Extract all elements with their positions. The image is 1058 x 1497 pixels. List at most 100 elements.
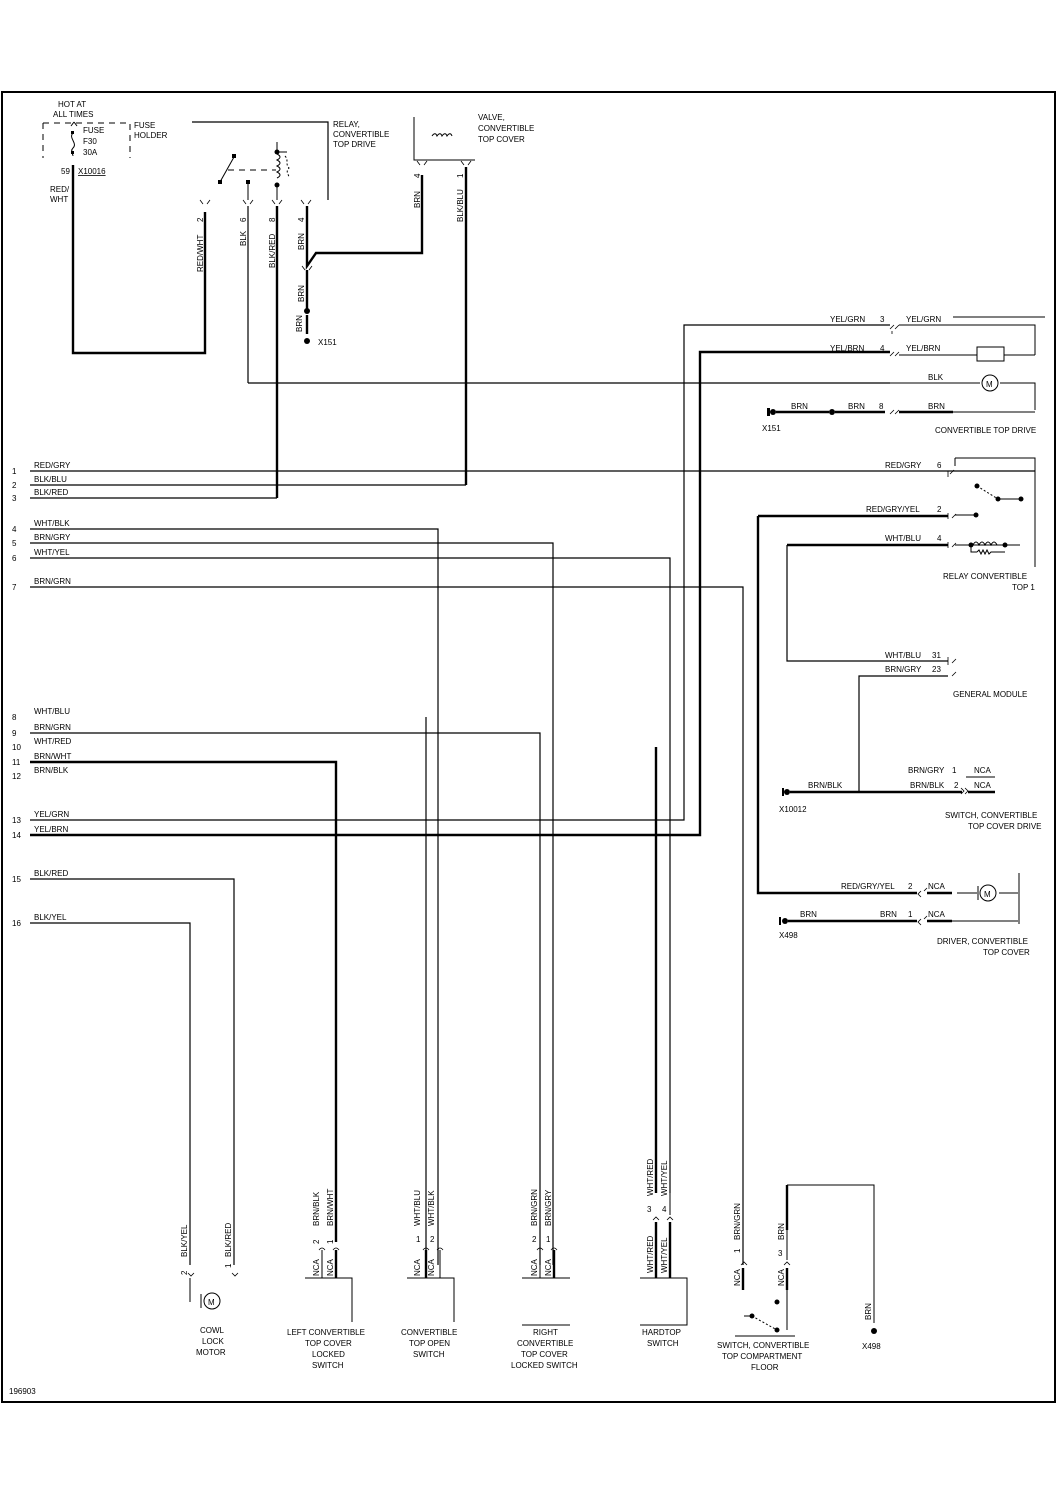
cowl-title-3: MOTOR <box>196 1348 226 1357</box>
relay-drive-wire-red-wht: RED/WHT <box>196 235 205 272</box>
fuse-icon <box>71 132 75 157</box>
hts-pin-3: 3 <box>647 1205 652 1214</box>
cfs-wire-brn: BRN <box>777 1223 786 1240</box>
cowl-title-2: LOCK <box>202 1337 224 1346</box>
lcs-title-2: TOP COVER <box>305 1339 352 1348</box>
hts-pin-4: 4 <box>662 1205 667 1214</box>
harness-wire-label: RED/GRY <box>34 461 71 470</box>
harness-wire-label: BRN/GRN <box>34 723 71 732</box>
hardtop-switch: WHT/RED WHT/YEL 3 4 WHT/RED WHT/YEL HARD… <box>640 1158 688 1348</box>
rcs-pin-2: 2 <box>532 1235 537 1244</box>
cowl-wire-blk-red: BLK/RED <box>224 1223 233 1257</box>
relay-drive-pin-2: 2 <box>196 217 205 222</box>
svg-text:M: M <box>208 1298 215 1307</box>
td-wire-yel-grn: YEL/GRN <box>830 315 865 324</box>
scd-wire-brn-gry: BRN/GRY <box>908 766 945 775</box>
relay-convertible-top-1: RED/GRY 6 RED/GRY/YEL 2 WHT/BLU 4 RELAY … <box>758 457 1036 592</box>
right-cover-locked-switch: BRN/GRN BRN/GRY 2 1 NCA NCA RIGHT CONVER… <box>511 1189 578 1370</box>
scd-nca-1: NCA <box>974 766 992 775</box>
cowl-pin-1: 1 <box>224 1263 233 1268</box>
harness-pin-1: 1 <box>12 467 17 476</box>
gm-wire-wht-blu: WHT/BLU <box>885 651 921 660</box>
relay1-pin-6: 6 <box>937 461 942 470</box>
cowl-wire-blk-yel: BLK/YEL <box>180 1224 189 1257</box>
holder-label-1: FUSE <box>134 121 155 130</box>
splice-ground-label: X151 <box>318 338 337 347</box>
dc-ground-label: X498 <box>779 931 798 940</box>
relay1-pin-2: 2 <box>937 505 942 514</box>
diagram-border <box>1 91 1056 1403</box>
rcs-title-4: LOCKED SWITCH <box>511 1361 578 1370</box>
lcs-title-3: LOCKED <box>312 1350 345 1359</box>
relay1-wire-wht-blu: WHT/BLU <box>885 534 921 543</box>
scd-wire-brn-blk: BRN/BLK <box>910 781 945 790</box>
relay-drive-pin-6: 6 <box>239 217 248 222</box>
harness-wire-label: BLK/RED <box>34 488 68 497</box>
harness-wire-label: YEL/GRN <box>34 810 69 819</box>
valve-title-2: CONVERTIBLE <box>478 124 534 133</box>
cfs-wire-brn-grn: BRN/GRN <box>733 1203 742 1240</box>
lcs-pin-1: 1 <box>326 1239 335 1244</box>
coil-icon <box>275 153 281 179</box>
scd-title-1: SWITCH, CONVERTIBLE <box>945 811 1037 820</box>
relay1-pin-4: 4 <box>937 534 942 543</box>
gm-pin-31: 31 <box>932 651 941 660</box>
harness-pin-2: 2 <box>12 481 17 490</box>
rcs-title-1: RIGHT <box>533 1328 558 1337</box>
top-open-switch: WHT/BLU WHT/BLK 1 2 NCA NCA CONVERTIBLE … <box>401 1190 457 1359</box>
lcs-wire-brn-wht: BRN/WHT <box>326 1189 335 1226</box>
driver-top-cover: RED/GRY/YEL 2 NCA M BRN BRN 1 NCA X498 D… <box>756 516 1030 957</box>
hts-wire-wht-yel-top: WHT/YEL <box>660 1160 669 1196</box>
motor-icon: M <box>981 374 999 392</box>
td-pin-8: 8 <box>879 402 884 411</box>
relay-drive-wire-blk-red: BLK/RED <box>268 234 277 268</box>
harness-pin-6: 6 <box>12 554 17 563</box>
cfs-title-3: FLOOR <box>751 1363 779 1372</box>
harness-pin-10: 10 <box>12 743 21 752</box>
scd-pin-1: 1 <box>952 766 957 775</box>
harness-wire-label: BRN/WHT <box>34 752 71 761</box>
tos-pin-2: 2 <box>430 1235 435 1244</box>
td-title: CONVERTIBLE TOP DRIVE <box>935 426 1036 435</box>
dc-nca-1: NCA <box>928 910 946 919</box>
cfs-nca-1: NCA <box>733 1268 742 1286</box>
splice-wire-2: BRN <box>295 315 304 332</box>
harness-wire-label: BRN/BLK <box>34 766 69 775</box>
ground-icon <box>304 338 310 344</box>
tos-title-2: TOP OPEN <box>409 1339 450 1348</box>
harness-wire-label: YEL/BRN <box>34 825 68 834</box>
scd-pin-2: 2 <box>954 781 959 790</box>
harness-pin-3: 3 <box>12 494 17 503</box>
td-wire-blk: BLK <box>928 373 944 382</box>
fuse-wire-1: RED/ <box>50 185 70 194</box>
ground-icon <box>871 1328 877 1334</box>
tos-pin-1: 1 <box>416 1235 421 1244</box>
valve-top-cover: VALVE, CONVERTIBLE TOP COVER 4 1 BRN BLK… <box>413 113 534 485</box>
rcs-nca-2: NCA <box>530 1258 539 1276</box>
td-ground-label: X151 <box>762 424 781 433</box>
td-wire-out-1: YEL/GRN <box>906 315 941 324</box>
tos-wire-wht-blk: WHT/BLK <box>427 1190 436 1226</box>
gm-pin-23: 23 <box>932 665 941 674</box>
ground-x498-bottom: BRN X498 <box>862 1303 881 1351</box>
relay-drive-wire-brn: BRN <box>297 233 306 250</box>
relay1-title-1: RELAY CONVERTIBLE <box>943 572 1027 581</box>
harness-pin-13: 13 <box>12 816 21 825</box>
rcs-title-3: TOP COVER <box>521 1350 568 1359</box>
relay-drive-title-1: RELAY, <box>333 120 360 129</box>
relay1-coil-icon <box>972 541 998 547</box>
fuse-connector: X10016 <box>78 167 106 176</box>
rcs-wire-brn-grn: BRN/GRN <box>530 1189 539 1226</box>
harness-wire-label: BLK/RED <box>34 869 68 878</box>
dc-ground-wire: BRN <box>800 910 817 919</box>
gm-wire-brn-gry: BRN/GRY <box>885 665 922 674</box>
td-wire-out-2: YEL/BRN <box>906 344 940 353</box>
relay-drive-wire-blk: BLK <box>239 230 248 246</box>
ground-splice-x151: BRN BRN X151 <box>295 265 337 347</box>
cfs-title-2: TOP COMPARTMENT <box>722 1352 802 1361</box>
fuse-wire-2: WHT <box>50 195 68 204</box>
relay1-wire-red-gry: RED/GRY <box>885 461 922 470</box>
harness-pin-5: 5 <box>12 539 17 548</box>
tos-nca-2: NCA <box>427 1258 436 1276</box>
valve-pin-1: 1 <box>456 173 465 178</box>
